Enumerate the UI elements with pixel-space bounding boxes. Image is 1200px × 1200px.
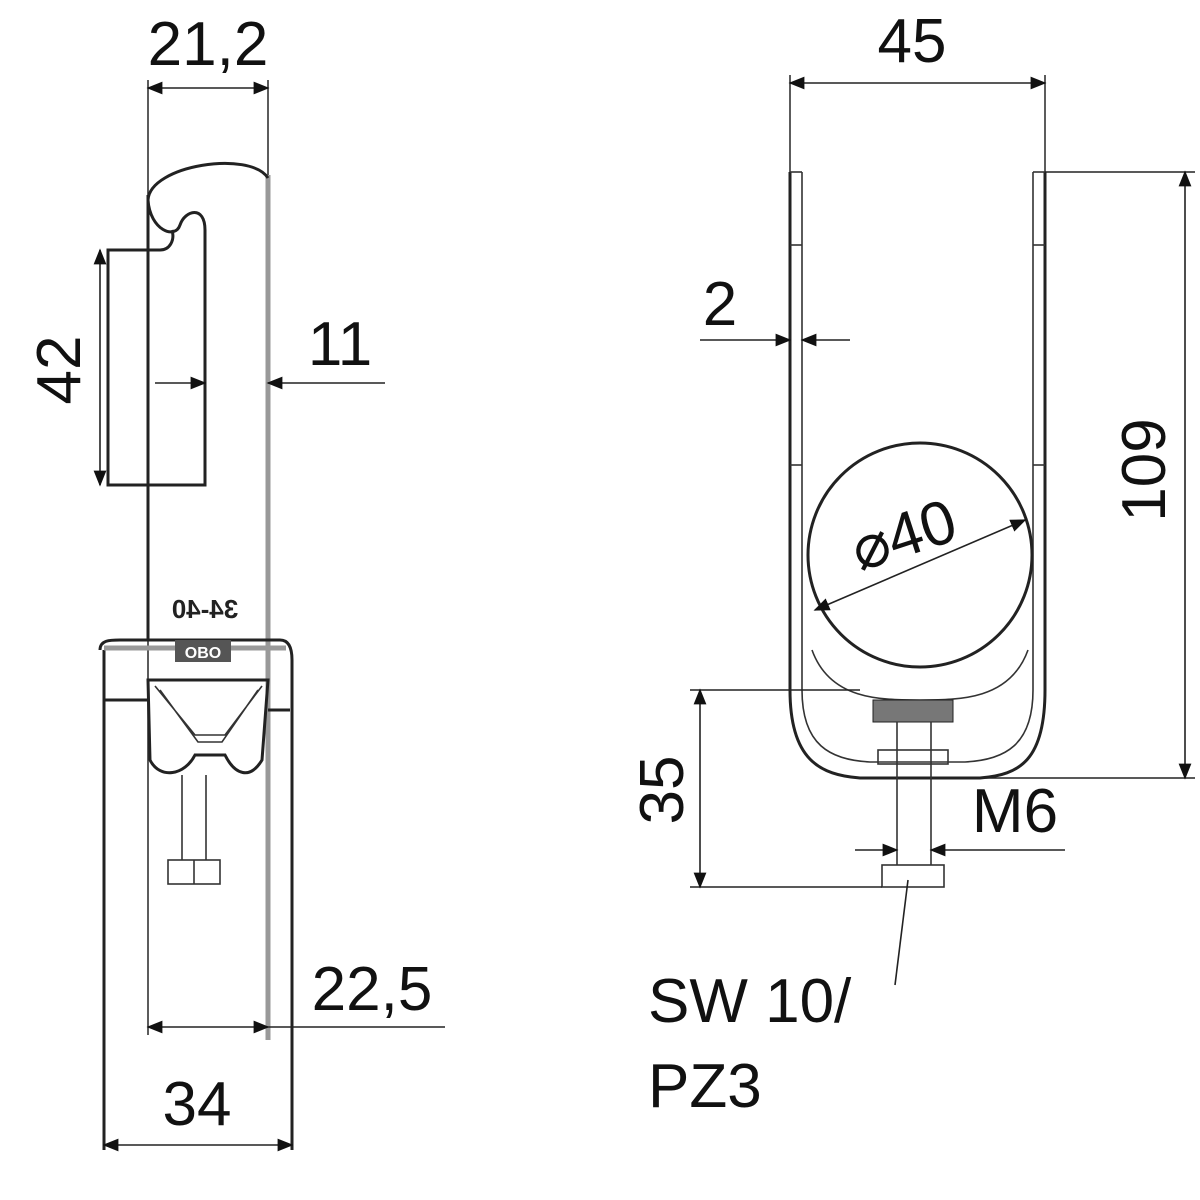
front-view: 45 2 109 ⌀40 35 M6 SW 10/ PZ3 xyxy=(628,7,1195,1121)
stamp-range-text: 34-40 xyxy=(172,594,239,624)
dim-bolt-length-label: 35 xyxy=(628,756,697,825)
mirrored-stamp: 34-40 xyxy=(172,594,239,624)
brand-stamp-text: OBO xyxy=(185,645,221,662)
dim-diameter-label: ⌀40 xyxy=(842,486,964,584)
dim-inner-width-label: 22,5 xyxy=(312,955,433,1024)
dim-thread-label: M6 xyxy=(972,777,1058,846)
dim-thickness-label: 2 xyxy=(703,270,737,339)
dim-offset-label: 11 xyxy=(308,310,372,379)
nut-plate xyxy=(872,699,954,723)
drive-size-label: SW 10/ xyxy=(648,967,852,1036)
cable-circle xyxy=(806,441,1034,669)
dim-total-width-label: 34 xyxy=(163,1070,232,1139)
dim-width-label: 45 xyxy=(878,7,947,76)
leader-line xyxy=(894,879,909,986)
brand-stamp-badge xyxy=(175,640,231,662)
dim-hook-height-label: 42 xyxy=(25,336,94,405)
dim-width-top-label: 21,2 xyxy=(148,10,269,79)
dim-height-label: 109 xyxy=(1110,418,1179,521)
drive-type-label: PZ3 xyxy=(648,1052,762,1121)
side-view: 34-40 OBO 21,2 42 11 22,5 34 xyxy=(25,10,445,1152)
